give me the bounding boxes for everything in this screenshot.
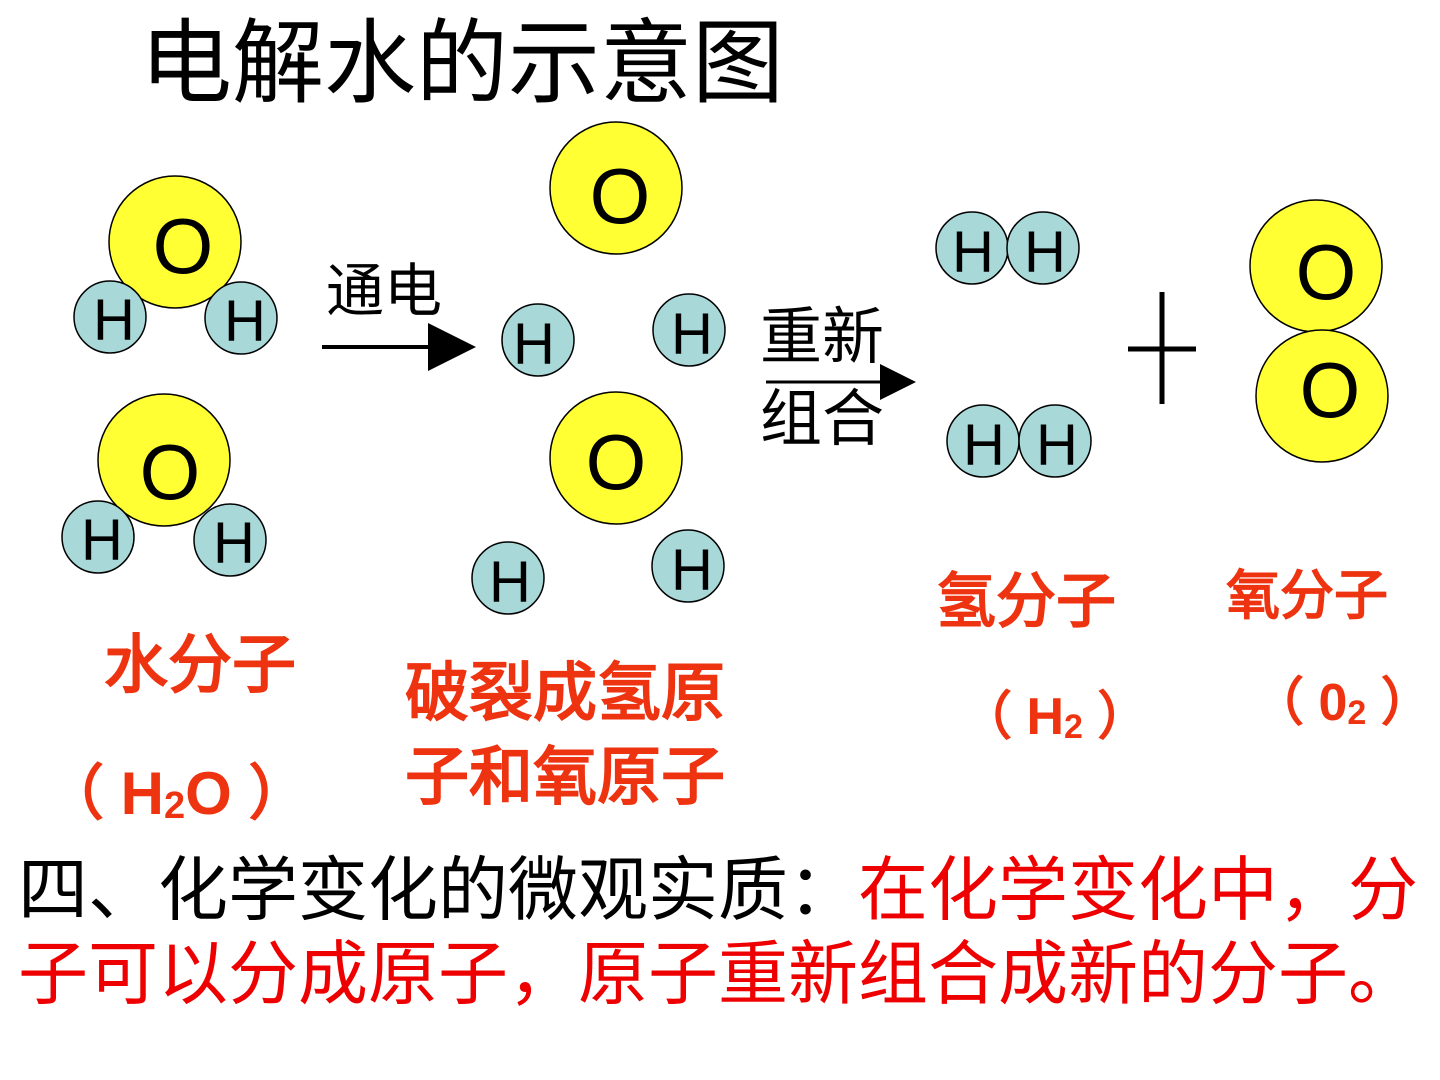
hydrogen-atom xyxy=(501,303,575,377)
hydrogen-molecule-label: 氢分子 xyxy=(936,567,1116,637)
formula-subscript: 2 xyxy=(1347,694,1367,732)
oxygen-symbol: O xyxy=(590,152,651,240)
formula-paren: （ xyxy=(960,688,1027,746)
hydrogen-formula: （ H2 ） xyxy=(960,686,1149,748)
oxygen-atom xyxy=(549,121,683,255)
oxygen-atom xyxy=(1255,329,1389,463)
hydrogen-atom xyxy=(471,541,545,615)
oxygen-symbol: O xyxy=(1296,228,1357,316)
electrolysis-label: 通电 xyxy=(326,257,443,325)
formula-paren: （ xyxy=(44,760,121,827)
hydrogen-symbol: H xyxy=(963,413,1005,478)
oxygen-symbol: O xyxy=(1300,346,1361,434)
hydrogen-atom xyxy=(652,293,726,367)
hydrogen-symbol: H xyxy=(489,550,531,615)
hydrogen-symbol: H xyxy=(81,508,123,573)
oxygen-formula: （ 02 ） xyxy=(1252,672,1433,734)
broken-label: 破裂成氢原 子和氧原子 xyxy=(405,652,725,820)
water-molecule-label: 水分子 xyxy=(104,629,296,703)
formula-subscript: 2 xyxy=(164,785,186,827)
formula-element: 0 xyxy=(1318,674,1348,732)
formula-subscript: 2 xyxy=(1064,708,1083,746)
page-title: 电解水的示意图 xyxy=(140,10,785,117)
recombine-label-line1: 重新 xyxy=(760,300,885,373)
formula-paren: ） xyxy=(1366,674,1433,732)
hydrogen-molecule-2: H H xyxy=(946,404,1092,478)
broken-label-line2: 子和氧原子 xyxy=(405,741,725,815)
hydrogen-atom xyxy=(73,280,147,354)
formula-element: H xyxy=(1026,688,1065,746)
conclusion-heading: 四、化学变化的微观实质： xyxy=(18,849,858,931)
broken-label-line1: 破裂成氢原 xyxy=(405,657,725,731)
hydrogen-symbol: H xyxy=(952,220,994,285)
oxygen-molecule-label: 氧分子 xyxy=(1226,564,1388,627)
recombine-label-line2: 组合 xyxy=(760,382,885,455)
hydrogen-molecule-1: H H xyxy=(935,211,1080,285)
conclusion-text: 四、化学变化的微观实质：在化学变化中，分子可以分成原子，原子重新组合成新的分子。 xyxy=(18,848,1438,1016)
oxygen-molecule: O O xyxy=(1249,199,1389,463)
formula-paren: （ xyxy=(1252,674,1319,732)
hydrogen-symbol: H xyxy=(213,511,255,576)
separated-atoms: O H H O H H xyxy=(471,121,726,615)
formula-element: H xyxy=(120,760,165,827)
oxygen-atom xyxy=(108,175,242,309)
water-molecule-1: O H H xyxy=(73,175,278,355)
oxygen-symbol: O xyxy=(153,202,214,290)
plus-sign xyxy=(1128,292,1196,404)
hydrogen-atom xyxy=(204,281,278,355)
hydrogen-symbol: H xyxy=(93,288,135,353)
hydrogen-symbol: H xyxy=(1024,220,1066,285)
oxygen-symbol: O xyxy=(586,418,647,506)
hydrogen-symbol: H xyxy=(671,302,713,367)
hydrogen-atom xyxy=(1006,211,1080,285)
hydrogen-symbol: H xyxy=(671,538,713,603)
formula-paren: ） xyxy=(1082,688,1150,746)
hydrogen-atom xyxy=(193,503,267,577)
formula-element: O ） xyxy=(185,760,309,827)
conclusion-body: 在化学变化中，分子可以分成原子，原子重新组合成新的分子。 xyxy=(18,849,1418,1015)
water-formula: （ H2O ） xyxy=(44,758,309,830)
hydrogen-symbol: H xyxy=(224,289,266,354)
hydrogen-atom xyxy=(61,500,135,574)
hydrogen-atom xyxy=(1018,404,1092,478)
hydrogen-symbol: H xyxy=(513,312,555,377)
oxygen-symbol: O xyxy=(140,428,201,516)
oxygen-atom xyxy=(549,391,683,525)
hydrogen-atom xyxy=(651,529,725,603)
hydrogen-symbol: H xyxy=(1036,413,1078,478)
water-molecule-2: O H H xyxy=(61,393,267,577)
oxygen-atom xyxy=(97,393,231,527)
